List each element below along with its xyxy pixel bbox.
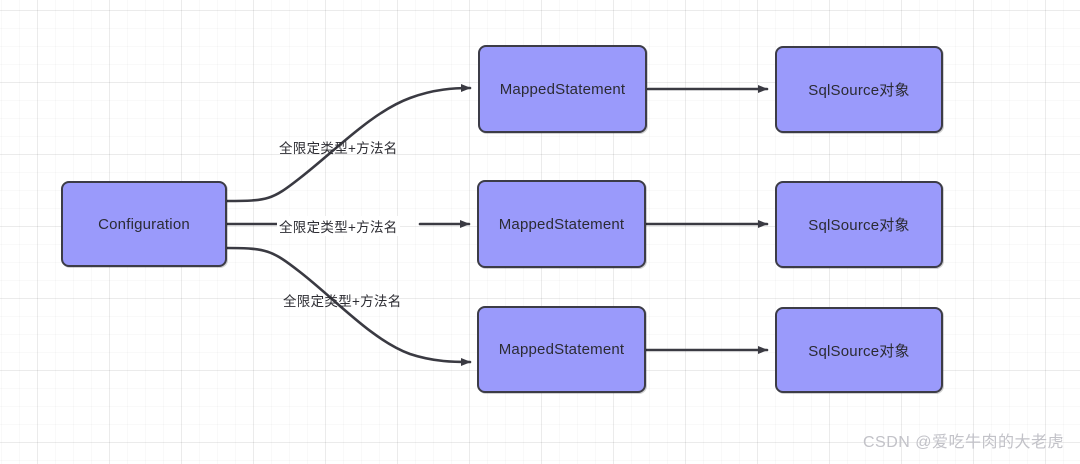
- node-mapped-statement-2-label: MappedStatement: [498, 215, 625, 233]
- watermark: CSDN @爱吃牛肉的大老虎: [862, 434, 1064, 451]
- node-configuration-label: Configuration: [98, 215, 190, 233]
- node-mapped-statement-1[interactable]: MappedStatement: [478, 45, 647, 133]
- node-configuration[interactable]: Configuration: [61, 181, 227, 267]
- node-sql-source-3-label: SqlSource对象: [808, 342, 910, 360]
- node-sql-source-3[interactable]: SqlSource对象: [775, 307, 943, 393]
- node-mapped-statement-1-label: MappedStatement: [499, 80, 626, 98]
- node-mapped-statement-2[interactable]: MappedStatement: [477, 180, 646, 268]
- node-sql-source-1-label: SqlSource对象: [808, 82, 910, 99]
- node-sql-source-2-label: SqlSource对象: [808, 217, 910, 234]
- node-sql-source-2[interactable]: SqlSource对象: [775, 181, 943, 268]
- node-mapped-statement-3-label: MappedStatement: [498, 341, 625, 358]
- node-mapped-statement-3[interactable]: MappedStatement: [477, 306, 646, 393]
- edge-label-middle: 全限定类型+方法名: [277, 216, 400, 236]
- edge-label-top: 全限定类型+方法名: [279, 141, 398, 156]
- node-sql-source-1[interactable]: SqlSource对象: [775, 46, 943, 133]
- edge-label-bottom: 全限定类型+方法名: [283, 294, 402, 309]
